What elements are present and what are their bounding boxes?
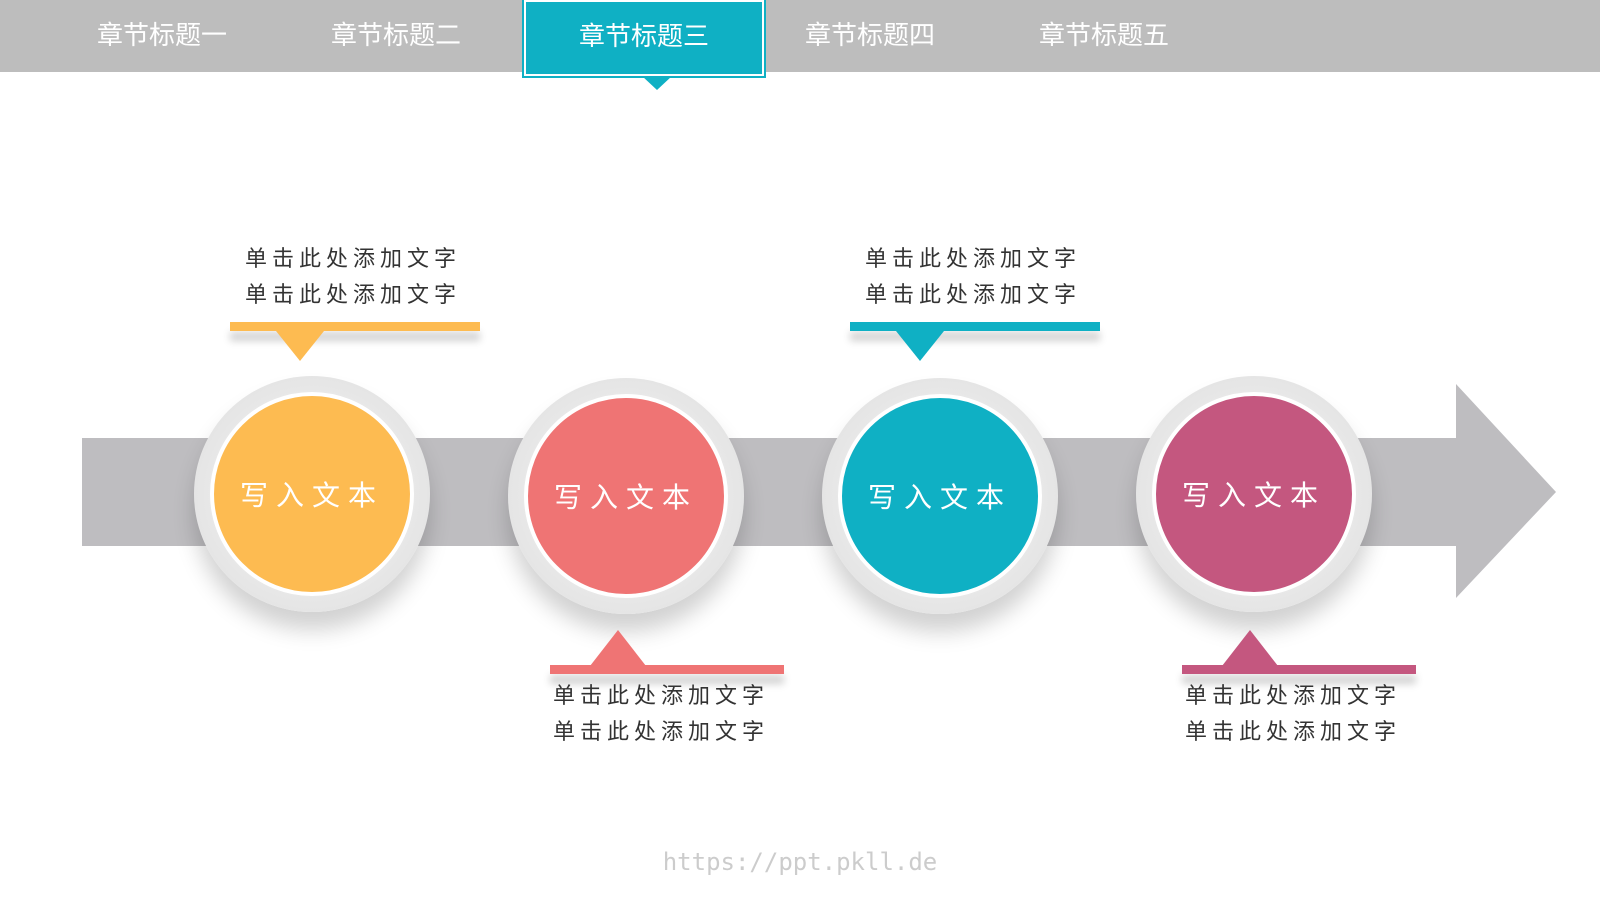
node-circle-1[interactable]: 写入文本 [210,392,414,596]
callout-3-line-2: 单击此处添加文字 [864,283,1081,308]
tab-chapter-4[interactable]: 章节标题四 [804,21,935,51]
callout-4-line-1: 单击此处添加文字 [1184,684,1401,709]
node-circle-3[interactable]: 写入文本 [838,394,1042,598]
active-tab-pointer-icon [642,76,672,90]
chapter-nav-bar: 章节标题一 章节标题二 章节标题三 章节标题四 章节标题五 [0,0,1600,78]
callout-bar-1 [230,322,480,331]
node-circle-2[interactable]: 写入文本 [524,394,728,598]
callout-4-line-2: 单击此处添加文字 [1184,720,1401,745]
timeline-node-4: 写入文本 [1136,376,1372,612]
callout-3-line-1: 单击此处添加文字 [864,247,1081,272]
tab-chapter-2[interactable]: 章节标题二 [330,21,461,51]
callout-2-line-2: 单击此处添加文字 [552,720,769,745]
callout-text-3[interactable]: 单击此处添加文字 单击此处添加文字 [848,242,1098,314]
callout-bar-4 [1182,665,1416,674]
timeline-node-2: 写入文本 [508,378,744,614]
callout-pointer-4-icon [1222,630,1278,666]
timeline-node-3: 写入文本 [822,378,1058,614]
callout-bar-2 [550,665,784,674]
callout-pointer-1-icon [276,331,324,361]
callout-text-2[interactable]: 单击此处添加文字 单击此处添加文字 [536,679,786,751]
tab-chapter-5[interactable]: 章节标题五 [1038,21,1169,51]
callout-1-line-1: 单击此处添加文字 [244,247,461,272]
tab-chapter-3[interactable]: 章节标题三 [522,0,766,78]
callout-pointer-2-icon [590,630,646,666]
tab-chapter-1[interactable]: 章节标题一 [96,21,227,51]
callout-1-line-2: 单击此处添加文字 [244,283,461,308]
node-circle-4[interactable]: 写入文本 [1152,392,1356,596]
callout-pointer-3-icon [896,331,944,361]
callout-bar-3 [850,322,1100,331]
callout-text-4[interactable]: 单击此处添加文字 单击此处添加文字 [1168,679,1418,751]
callout-text-1[interactable]: 单击此处添加文字 单击此处添加文字 [228,242,478,314]
watermark: https://ppt.pkll.de [662,848,938,876]
timeline-node-1: 写入文本 [194,376,430,612]
callout-2-line-1: 单击此处添加文字 [552,684,769,709]
